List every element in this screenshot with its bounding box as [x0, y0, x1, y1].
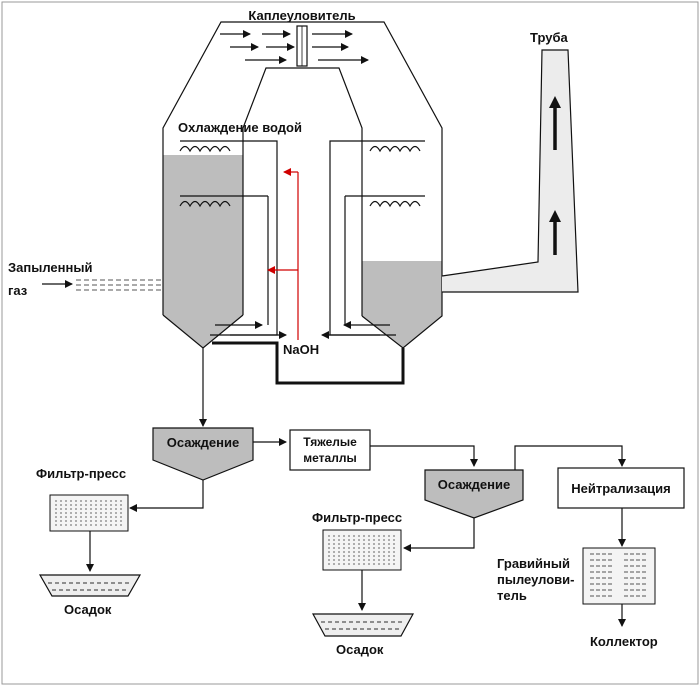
- gravel-label-line2: пылеулови-: [497, 572, 575, 587]
- naoh-line: [267, 168, 299, 340]
- sediment-1-label: Осадок: [64, 602, 112, 617]
- sediment-tray-1: [38, 574, 142, 597]
- filter-press-1: [49, 494, 129, 532]
- outer-shell: [162, 21, 443, 349]
- sediment-2-label: Осадок: [336, 642, 384, 657]
- stack-label: Труба: [530, 30, 568, 45]
- dusty-gas-inlet: [42, 279, 163, 291]
- scrubber-housing: [162, 21, 443, 349]
- left-tower-fill: [163, 155, 243, 315]
- settling-2-label: Осаждение: [438, 477, 511, 492]
- droplet-catcher-arrows: [220, 30, 369, 64]
- heavy-metals-label-line2: металлы: [303, 451, 356, 465]
- inner-shell: [242, 67, 363, 316]
- gravel-dust-catcher: [582, 547, 656, 605]
- neutralization-box: [557, 467, 685, 509]
- sediment-tray-2: [311, 613, 415, 637]
- water-cooling-label: Охлаждение водой: [178, 120, 302, 135]
- filter-press-2-label: Фильтр-пресс: [312, 510, 402, 525]
- settling-tank-2: [424, 469, 524, 519]
- spray-nozzles: [179, 140, 425, 208]
- flow-to-settling-2: [370, 445, 478, 467]
- flow-to-filter-press-2: [403, 518, 475, 552]
- dusty-gas-label-line2: газ: [8, 283, 28, 298]
- right-tower-fill: [362, 261, 442, 316]
- neutralization-label: Нейтрализация: [571, 481, 671, 496]
- filter-press-1-label: Фильтр-пресс: [36, 466, 126, 481]
- gravel-label-line3: тель: [497, 588, 527, 603]
- settling-tank-1: [152, 427, 254, 481]
- circulation-piping: [210, 140, 405, 385]
- dusty-gas-label-line1: Запыленный: [8, 260, 92, 275]
- flow-to-neutralization: [514, 445, 626, 470]
- left-hopper-fill: [163, 315, 243, 348]
- flow-to-filter-press-1: [129, 480, 204, 512]
- right-hopper-fill: [362, 316, 442, 348]
- heavy-metals-label-line1: Тяжелые: [303, 435, 357, 449]
- heavy-metals-box: [289, 429, 371, 471]
- naoh-label: NaOH: [283, 342, 319, 357]
- stack: [441, 49, 579, 293]
- droplet-catcher-label: Каплеуловитель: [248, 8, 355, 23]
- collector-label: Коллектор: [590, 634, 658, 649]
- gravel-label-line1: Гравийный: [497, 556, 570, 571]
- settling-1-label: Осаждение: [167, 435, 240, 450]
- filter-press-2: [322, 529, 402, 571]
